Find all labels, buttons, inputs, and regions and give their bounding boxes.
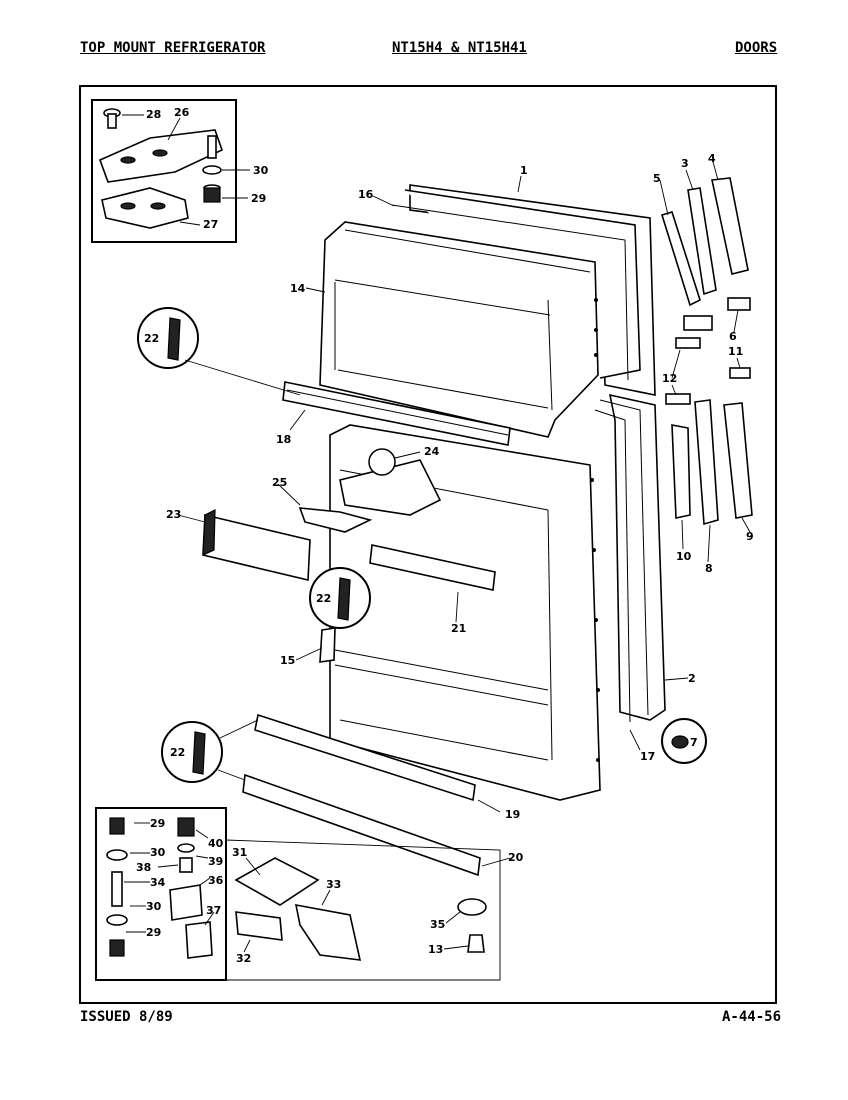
callout-31: 31 — [232, 846, 247, 859]
callout-30-top: 30 — [253, 164, 269, 177]
detail-circle-24 — [368, 448, 421, 476]
shelf-21-part — [369, 544, 496, 591]
lower-hinge-inset — [95, 807, 501, 981]
callout-4: 4 — [708, 152, 716, 165]
callout-40: 40 — [208, 837, 224, 850]
callout-7: 7 — [690, 736, 698, 749]
button-35-part — [457, 898, 487, 916]
callout-28: 28 — [146, 108, 161, 121]
callout-13: 13 — [428, 943, 443, 956]
cap-15-part — [319, 627, 336, 663]
callout-37: 37 — [206, 904, 221, 917]
callout-18: 18 — [276, 433, 291, 446]
detail-circle-22-mid — [309, 567, 371, 629]
screw-28-part — [103, 108, 121, 129]
shelf-bar-18-part — [282, 381, 511, 446]
detail-circle-22-top — [137, 307, 301, 396]
handle-assembly-lower — [665, 393, 753, 526]
callout-labels: 1 2 3 4 5 6 7 8 9 10 11 12 13 14 15 16 1… — [136, 106, 754, 965]
callout-14: 14 — [290, 282, 306, 295]
callout-39: 39 — [208, 855, 223, 868]
callout-29-inset-a: 29 — [150, 817, 165, 830]
fresh-food-door-assembly — [329, 393, 666, 801]
callout-26: 26 — [174, 106, 190, 119]
callout-22-top: 22 — [144, 332, 159, 345]
callout-29-top: 29 — [251, 192, 266, 205]
callout-32: 32 — [236, 952, 251, 965]
detail-circle-7 — [661, 718, 707, 764]
callout-23: 23 — [166, 508, 181, 521]
issue-date: ISSUED 8/89 — [80, 1009, 173, 1025]
callout-20: 20 — [508, 851, 524, 864]
bar-20-part — [242, 773, 481, 877]
callout-22-mid: 22 — [316, 592, 331, 605]
callout-11: 11 — [728, 345, 743, 358]
top-hinge-inset — [91, 99, 250, 243]
leader-lines — [124, 161, 751, 953]
page-code: A-44-56 — [722, 1009, 782, 1025]
callout-30-inset-a: 30 — [150, 846, 166, 859]
butter-door-23-part — [202, 509, 311, 582]
callout-24: 24 — [424, 445, 440, 458]
detail-circle-22-bottom — [161, 719, 259, 783]
callout-8: 8 — [705, 562, 713, 575]
callout-1: 1 — [520, 164, 528, 177]
model-numbers: NT15H4 & NT15H41 — [392, 40, 527, 56]
door-stop-25-part — [298, 507, 373, 533]
callout-19: 19 — [505, 808, 520, 821]
callout-30-inset-b: 30 — [146, 900, 162, 913]
hinge-bracket-31-part — [234, 857, 320, 906]
callout-3: 3 — [681, 157, 689, 170]
callout-25: 25 — [272, 476, 287, 489]
callout-10: 10 — [676, 550, 692, 563]
callout-27: 27 — [203, 218, 218, 231]
callout-33: 33 — [326, 878, 341, 891]
callout-16: 16 — [358, 188, 374, 201]
plate-32-part — [235, 911, 283, 941]
plug-13-part — [467, 934, 485, 953]
callout-2: 2 — [688, 672, 696, 685]
freezer-door-assembly — [319, 184, 656, 438]
section-name: DOORS — [735, 40, 778, 56]
hinge-26-part — [98, 129, 223, 183]
bushing-29-part — [203, 184, 221, 203]
callout-9: 9 — [746, 530, 754, 543]
bar-19-part — [254, 713, 476, 802]
page-title: TOP MOUNT REFRIGERATOR — [80, 40, 266, 56]
callout-34: 34 — [150, 876, 166, 889]
shim-27-part — [101, 187, 189, 229]
callout-15: 15 — [280, 654, 295, 667]
diagram-frame — [79, 85, 777, 1004]
handle-assembly-upper — [660, 177, 751, 379]
callout-17: 17 — [640, 750, 655, 763]
callout-12: 12 — [662, 372, 677, 385]
bracket-33-part — [294, 903, 362, 961]
callout-6: 6 — [729, 330, 737, 343]
callout-38: 38 — [136, 861, 151, 874]
callout-5: 5 — [653, 172, 661, 185]
callout-35: 35 — [430, 918, 445, 931]
callout-36: 36 — [208, 874, 224, 887]
callout-21: 21 — [451, 622, 466, 635]
callout-29-inset-b: 29 — [146, 926, 161, 939]
callout-22-bottom: 22 — [170, 746, 185, 759]
